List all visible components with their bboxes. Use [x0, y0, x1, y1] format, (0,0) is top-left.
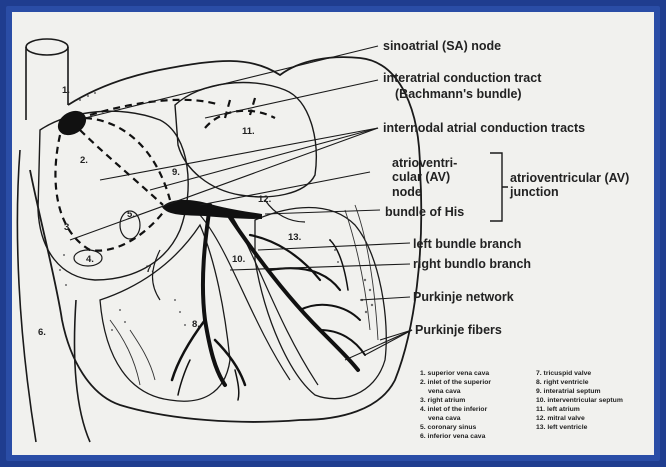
label-internodal: internodal atrial conduction tracts — [383, 121, 585, 135]
label-bundle-of-his: bundle of His — [385, 205, 464, 219]
superior-vena-cava — [26, 39, 68, 120]
av-junction-bracket — [490, 153, 508, 221]
marker-13: 13. — [288, 232, 301, 243]
marker-10: 10. — [232, 254, 245, 265]
legend-item: 8. right ventricle — [536, 379, 589, 386]
legend-item: 13. left ventricle — [536, 424, 588, 431]
marker-3: 3 — [64, 222, 69, 233]
bundle-branches — [172, 205, 365, 400]
label-av-node-1: atrioventri- — [392, 156, 457, 170]
legend-item: 9. interatrial septum — [536, 388, 601, 395]
marker-2: 2. — [80, 155, 88, 166]
marker-6: 6. — [38, 327, 46, 338]
legend-item: 4. inlet of the inferior — [420, 406, 488, 413]
marker-12: 12. — [258, 194, 271, 205]
legend-item: 11. left atrium — [536, 406, 580, 413]
legend: 1. superior vena cava 2. inlet of the su… — [420, 370, 623, 440]
tricuspid-valve — [153, 250, 161, 300]
right-ventricle-wall — [100, 225, 230, 401]
label-av-node-3: node — [392, 185, 422, 199]
label-av-junction-2: junction — [509, 185, 559, 199]
label-purkinje-fibers: Purkinje fibers — [415, 323, 502, 337]
legend-item: 1. superior vena cava — [420, 370, 489, 377]
left-atrium — [175, 83, 316, 197]
legend-item: 10. interventricular septum — [536, 397, 623, 404]
label-av-junction-1: atrioventricular (AV) — [510, 171, 629, 185]
inferior-vena-cava — [17, 150, 90, 442]
legend-item: 3. right atrium — [420, 397, 465, 404]
legend-item: vena cava — [428, 388, 461, 395]
marker-1: 1. — [62, 85, 70, 96]
legend-item: 12. mitral valve — [536, 415, 585, 422]
label-left-bundle-branch: left bundle branch — [413, 237, 521, 251]
marker-5: 5. — [127, 209, 135, 220]
marker-7: 7. — [146, 264, 154, 275]
legend-item: 5. coronary sinus — [420, 424, 477, 431]
legend-item: 2. inlet of the superior — [420, 379, 491, 386]
legend-item: 6. inferior vena cava — [420, 433, 486, 440]
legend-item: 7. tricuspid valve — [536, 370, 591, 377]
label-interatrial-1: interatrial conduction tract — [383, 71, 542, 85]
leader-lines — [70, 46, 412, 360]
marker-9: 9. — [172, 167, 180, 178]
marker-4: 4. — [86, 254, 94, 265]
label-av-node-2: cular (AV) — [392, 170, 450, 184]
marker-8: 8. — [192, 319, 200, 330]
marker-11: 11. — [242, 126, 255, 137]
bachmanns-bundle — [205, 98, 275, 128]
label-sa-node: sinoatrial (SA) node — [383, 39, 501, 53]
label-purkinje-network: Purkinje network — [413, 290, 514, 304]
label-interatrial-2: (Bachmann's bundle) — [395, 87, 522, 101]
legend-item: vena cava — [428, 415, 461, 422]
label-right-bundle-branch: right bundlo branch — [413, 257, 531, 271]
